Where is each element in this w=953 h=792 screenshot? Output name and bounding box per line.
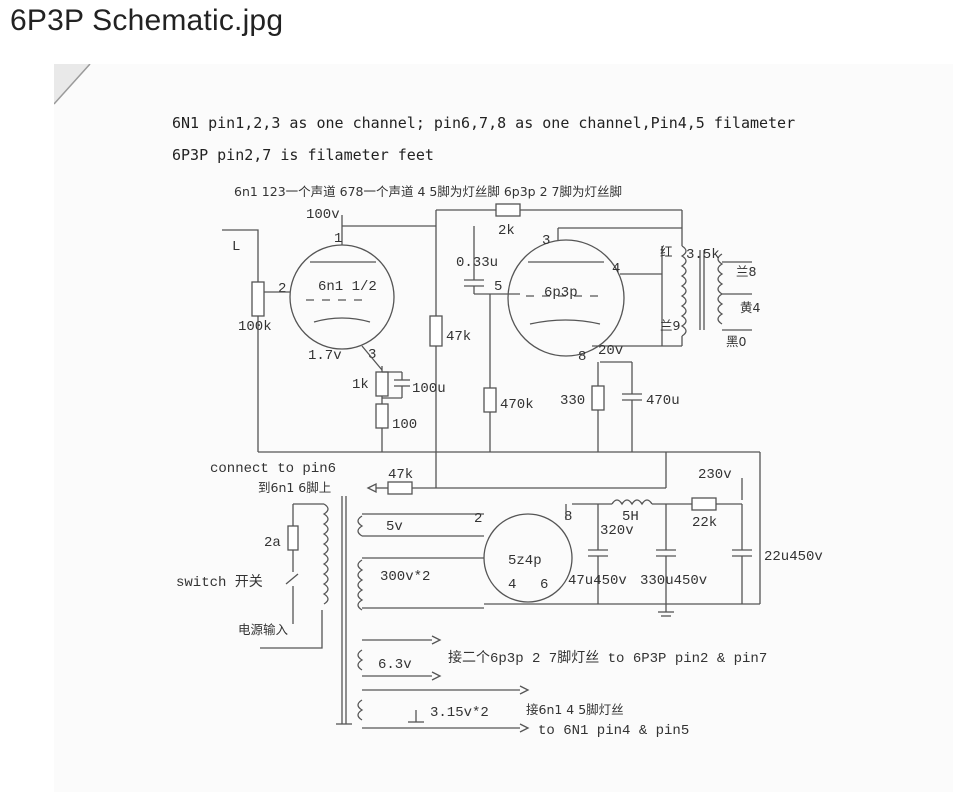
label-1k: 1k <box>352 377 369 393</box>
label-47k: 47k <box>446 329 471 345</box>
resistor-1k <box>375 371 389 397</box>
label-cn-pin6: 到6n1 6脚上 <box>258 480 331 495</box>
label-320v: 320v <box>600 523 634 539</box>
label-100: 100 <box>392 417 417 433</box>
label-to-6n1: to 6N1 pin4 & pin5 <box>538 723 689 739</box>
label-47k-b: 47k <box>388 467 413 483</box>
resistor-2k <box>495 203 521 217</box>
resistor-330 <box>591 385 605 411</box>
tube-6n1: 6n1 1/2 <box>289 215 395 350</box>
label-cn-6n1: 接6n1 4 5脚灯丝 <box>526 702 624 717</box>
label-blue9: 兰9 <box>660 318 681 333</box>
label-pin5: 5 <box>494 279 502 295</box>
label-2k: 2k <box>498 223 515 239</box>
label-t2-pin8: 8 <box>578 349 586 365</box>
label-mains: 电源输入 <box>238 622 289 637</box>
label-470k: 470k <box>500 397 534 413</box>
pot-100k <box>251 281 265 317</box>
label-t3-pin6: 6 <box>540 577 548 593</box>
label-to-6p3p: 接二个6p3p 2 7脚灯丝 to 6P3P pin2 & pin7 <box>448 649 767 667</box>
label-0.33u: 0.33u <box>456 255 498 271</box>
choke-5h <box>611 499 653 506</box>
label-300v: 300v*2 <box>380 569 430 585</box>
label-red: 红 <box>660 244 673 259</box>
resistor-22k <box>691 497 717 511</box>
label-230v: 230v <box>698 467 732 483</box>
label-3.5k: 3.5k <box>686 247 720 263</box>
label-3.15v: 3.15v*2 <box>430 705 489 721</box>
label-1.7v: 1.7v <box>308 348 342 364</box>
label-330u: 330u450v <box>640 573 707 589</box>
resistor-470k <box>483 387 497 413</box>
label-t3-pin4: 4 <box>508 577 516 593</box>
label-blue8: 兰8 <box>736 264 757 279</box>
fuse-2a <box>287 525 299 551</box>
label-connect-pin6: connect to pin6 <box>210 461 336 477</box>
label-t2-pin3: 3 <box>542 233 550 249</box>
label-t3-pin8: 8 <box>564 509 572 525</box>
label-black0: 黑0 <box>726 334 747 349</box>
label-pin3: 3 <box>368 347 376 363</box>
tube1-label: 6n1 1/2 <box>318 279 377 295</box>
resistor-47k-b <box>387 481 413 495</box>
tube2-label: 6p3p <box>544 285 578 301</box>
label-2a: 2a <box>264 535 281 551</box>
label-t3-pin2: 2 <box>474 511 482 527</box>
label-pot: 100k <box>238 319 272 335</box>
note-cn-header: 6n1 123一个声道 678一个声道 4 5脚为灯丝脚 6p3p 2 7脚为灯… <box>234 184 622 199</box>
tube-5z4p: 5z4p <box>483 513 573 603</box>
label-330: 330 <box>560 393 585 409</box>
label-5v: 5v <box>386 519 403 535</box>
note-line-1: 6N1 pin1,2,3 as one channel; pin6,7,8 as… <box>172 114 795 132</box>
tube3-label: 5z4p <box>508 553 542 569</box>
label-22u: 22u450v <box>764 549 823 565</box>
tube-6p3p: 6p3p <box>507 239 625 357</box>
label-t2-pin4: 4 <box>612 261 620 277</box>
label-6.3v: 6.3v <box>378 657 412 673</box>
resistor-47k <box>429 315 443 347</box>
label-470u: 470u <box>646 393 680 409</box>
image-frame <box>54 64 953 792</box>
label-22k: 22k <box>692 515 717 531</box>
label-switch: switch 开关 <box>176 574 263 591</box>
label-20v: 20v <box>598 343 623 359</box>
label-100u: 100u <box>412 381 446 397</box>
page-title: 6P3P Schematic.jpg <box>10 4 284 37</box>
label-pin2: 2 <box>278 281 286 297</box>
label-pin1: 1 <box>334 231 342 247</box>
label-47u: 47u450v <box>568 573 627 589</box>
label-yellow4: 黄4 <box>740 300 761 315</box>
label-100v: 100v <box>306 207 340 223</box>
label-input-L: L <box>232 239 240 255</box>
page-curl-icon <box>54 64 91 105</box>
resistor-100 <box>375 403 389 429</box>
note-line-2: 6P3P pin2,7 is filameter feet <box>172 146 434 164</box>
label-5h: 5H <box>622 509 639 525</box>
